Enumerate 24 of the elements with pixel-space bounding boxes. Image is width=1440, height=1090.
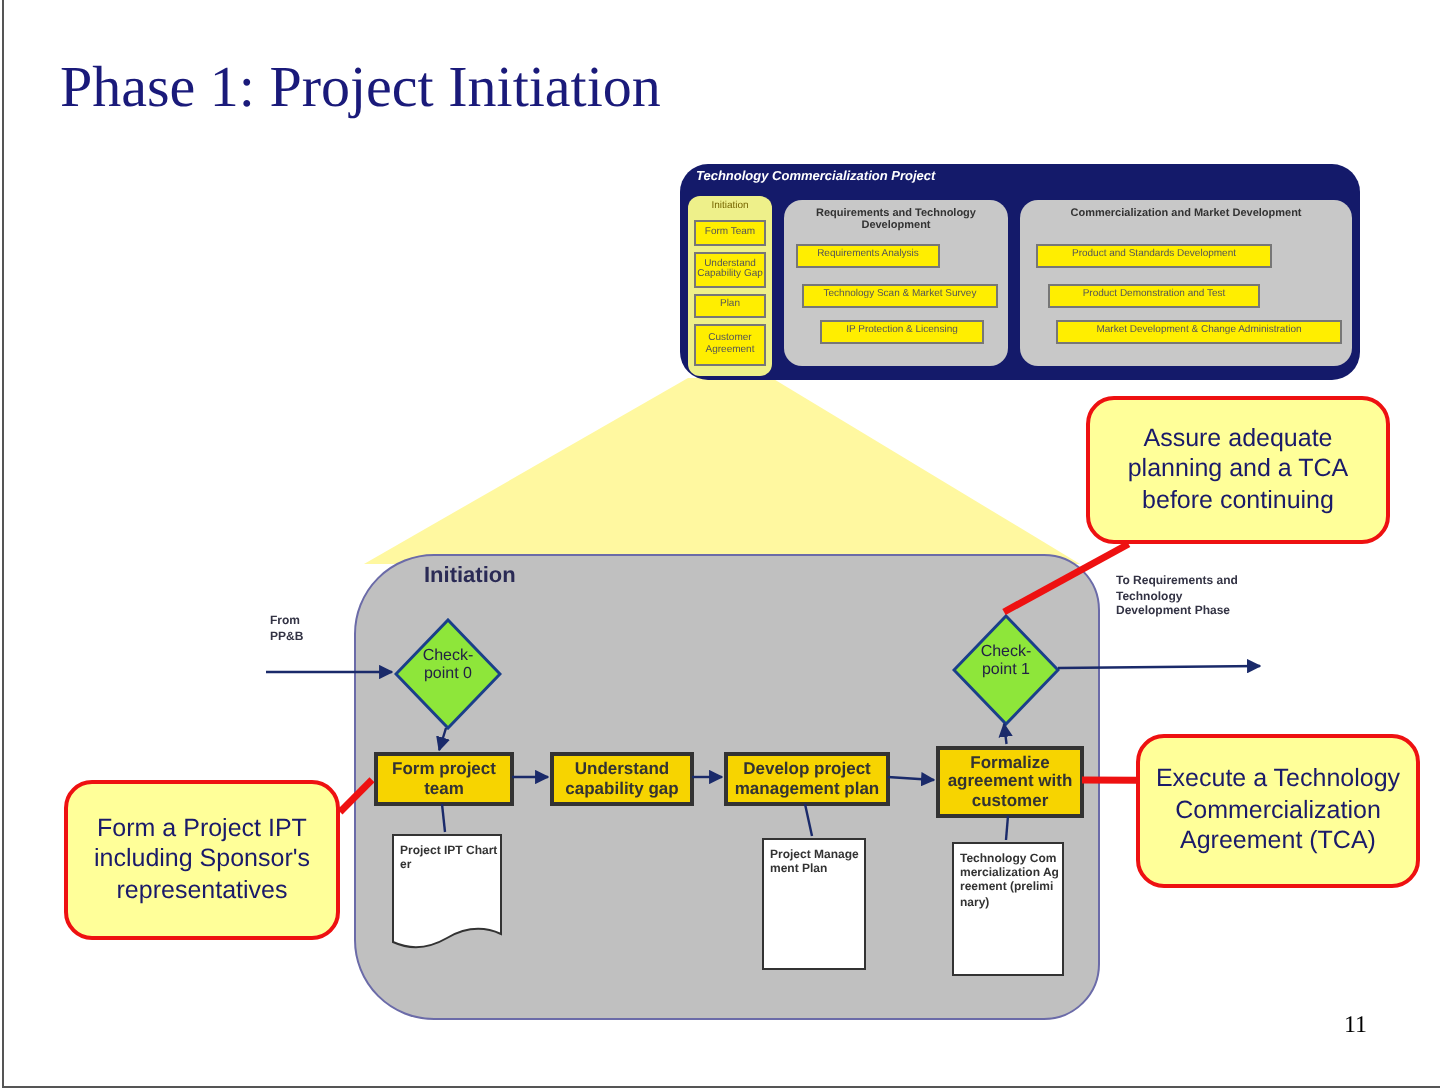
project-panel	[680, 164, 1360, 380]
callout-bubble: Assure adequate planning and a TCA before continuing	[1086, 396, 1390, 544]
slide-title: Phase 1: Project Initiation	[60, 56, 661, 122]
process-box: Form project team	[374, 752, 514, 806]
arrow	[887, 771, 936, 787]
process-box: Formalize agreement with customer	[936, 746, 1084, 818]
callout-bubble: Execute a Technology Commercialization Agreement (TCA)	[1136, 734, 1420, 888]
phase-column	[688, 196, 772, 376]
arrow	[266, 664, 394, 680]
arrow	[512, 769, 550, 785]
process-box: Develop project management plan	[724, 752, 890, 806]
arrow	[436, 727, 450, 752]
panel-heading: Initiation	[424, 564, 518, 588]
arrow	[998, 722, 1013, 745]
callout-bubble: Form a Project IPT including Sponsor's representatives	[64, 780, 340, 940]
arrow	[1058, 658, 1262, 674]
phase-panel	[784, 200, 1008, 366]
arrow	[692, 769, 724, 785]
checkpoint-label: Check-point 0	[420, 648, 476, 684]
process-box: Understand capability gap	[550, 752, 694, 806]
page-number: 11	[1344, 1010, 1368, 1040]
phase-panel	[1020, 200, 1352, 366]
checkpoint-label: Check-point 1	[978, 644, 1034, 680]
phase-panel	[354, 554, 1100, 1020]
